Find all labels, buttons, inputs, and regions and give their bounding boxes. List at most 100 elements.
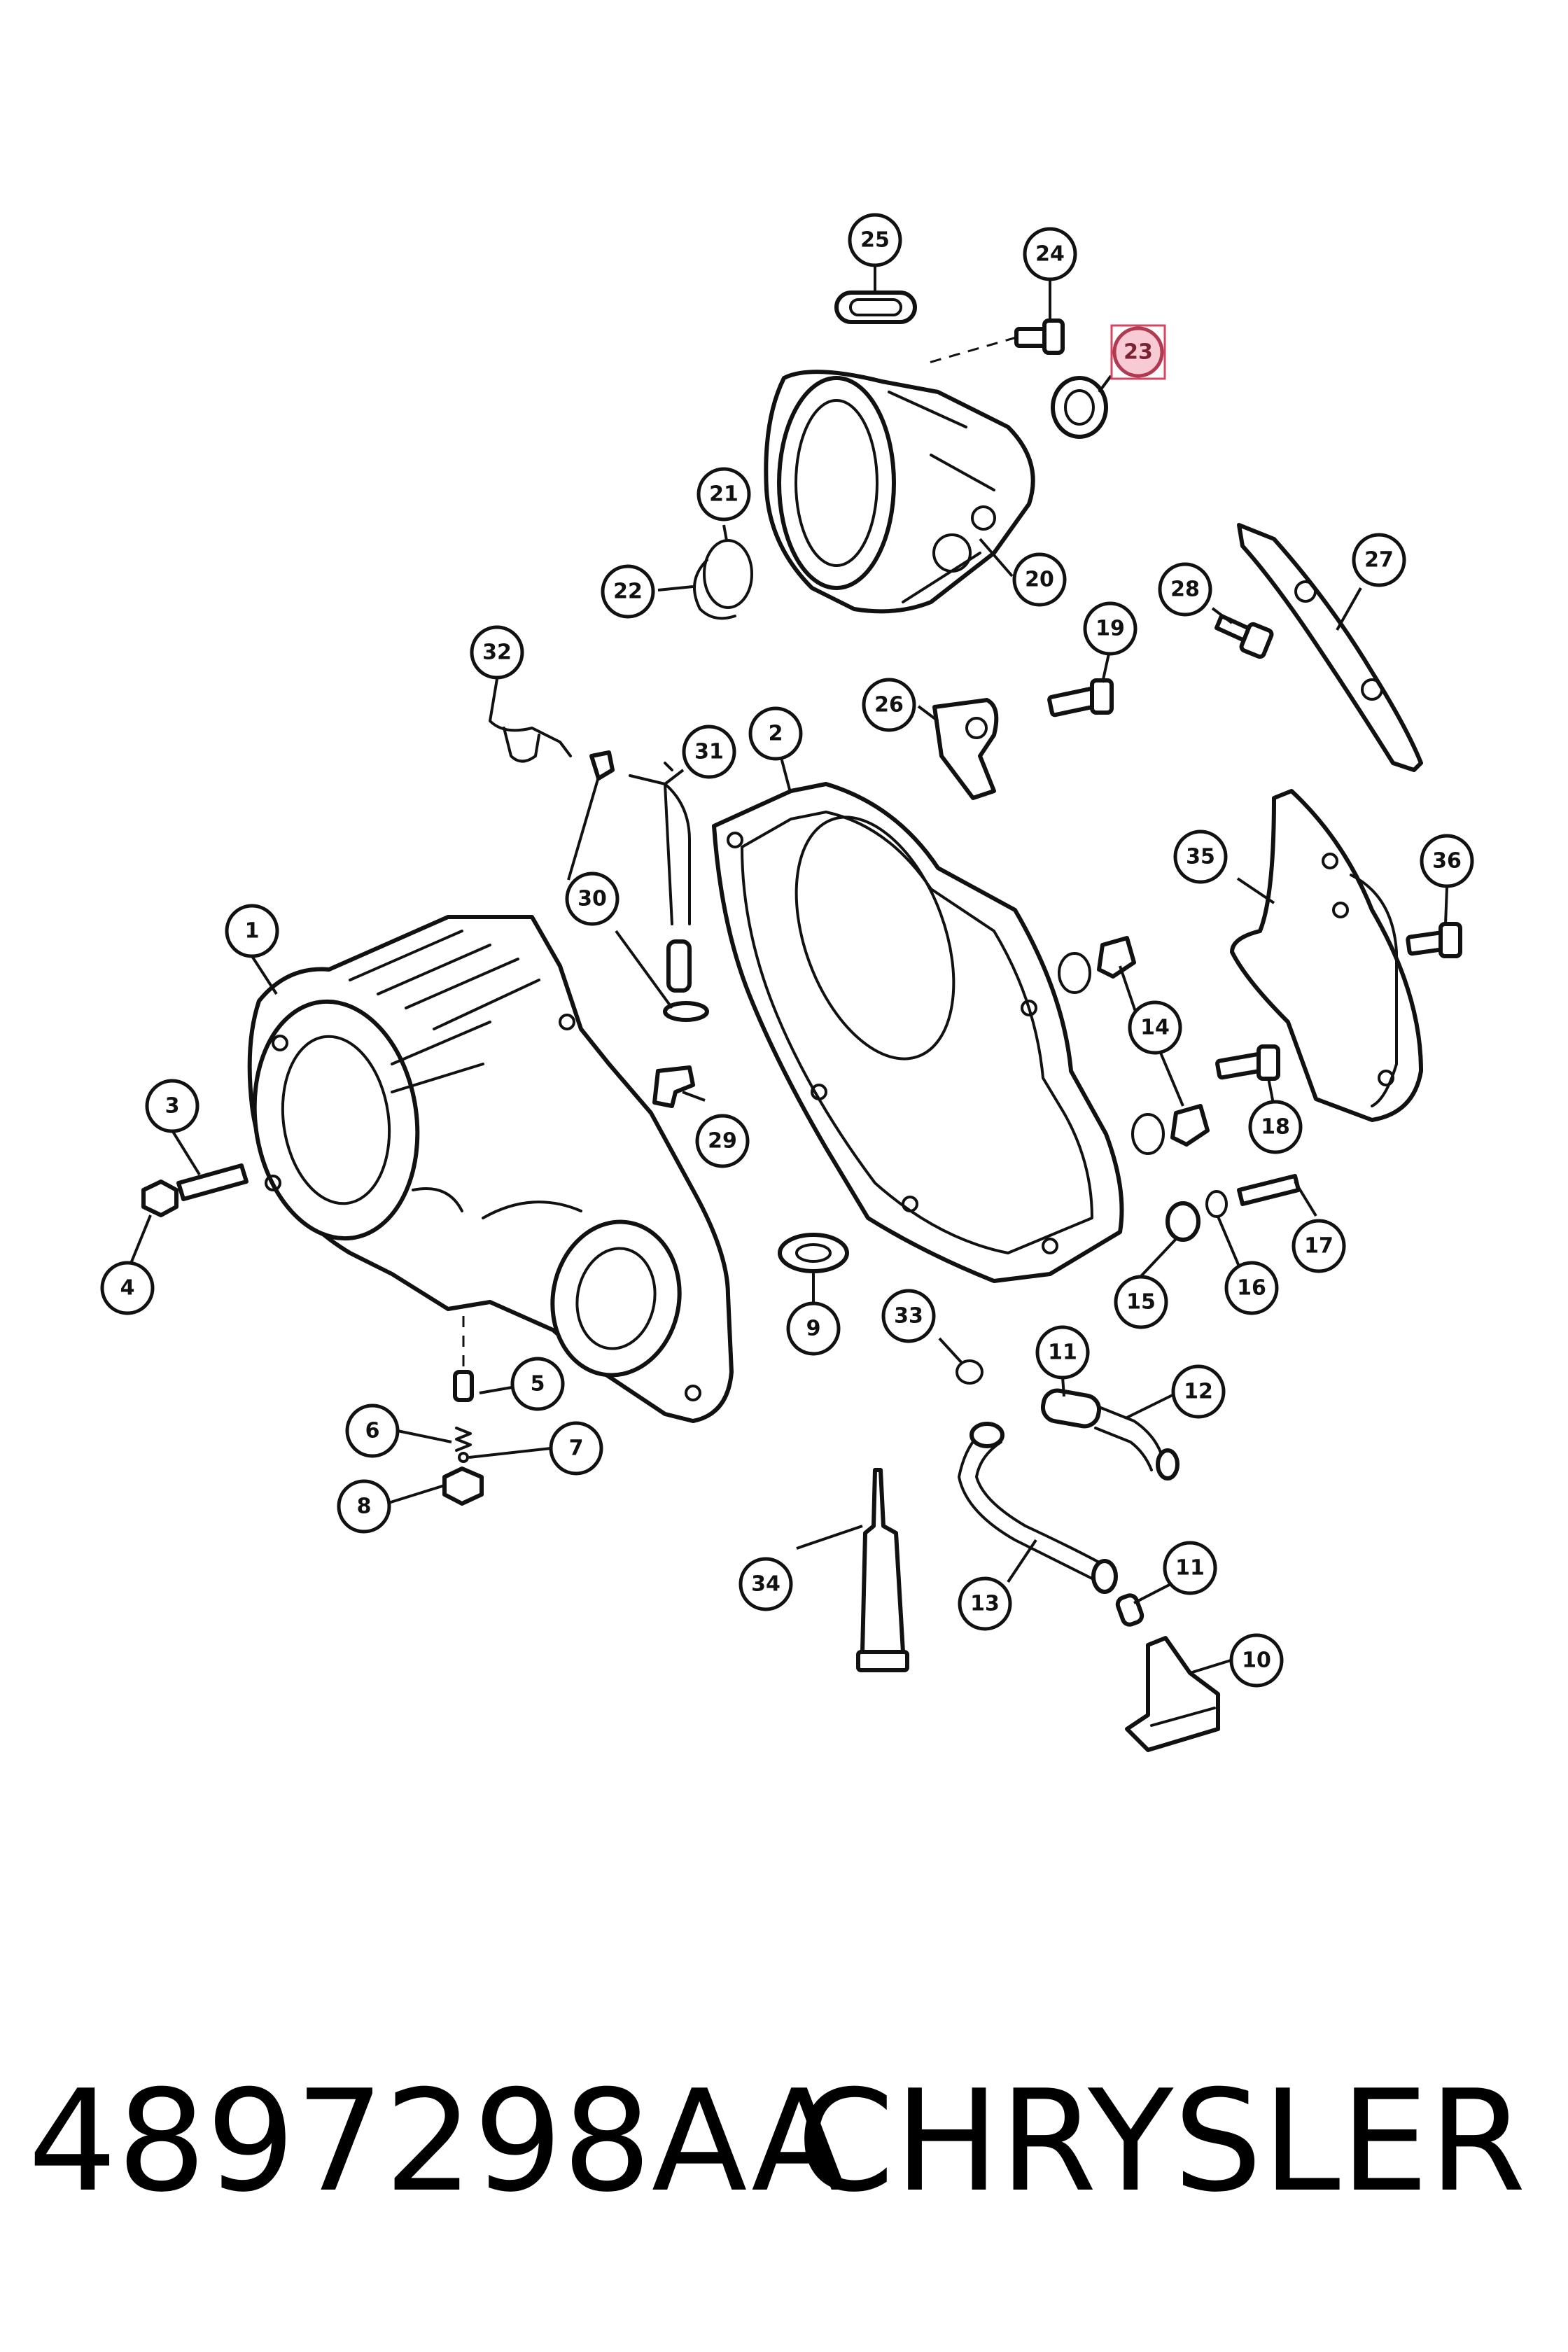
callout-14[interactable]: 14 [1128,1000,1182,1055]
part-6-spring [455,1427,472,1452]
part-31-vent-tube [629,762,709,1022]
part-32-clip [489,699,572,763]
part-28-bolt [1214,614,1274,659]
svg-text:14: 14 [1140,1016,1170,1040]
callout-20[interactable]: 20 [1012,552,1067,607]
callout-13[interactable]: 13 [958,1576,1012,1631]
svg-text:17: 17 [1304,1234,1334,1259]
part-5-plunger [453,1370,474,1402]
callout-35[interactable]: 35 [1173,830,1228,884]
callout-7[interactable]: 7 [549,1421,603,1476]
part-10-breather [1125,1636,1220,1752]
callout-18[interactable]: 18 [1248,1100,1303,1154]
callout-9[interactable]: 9 [786,1301,841,1356]
part-27-guide-rail [1237,523,1423,772]
part-22-retaining-ring [693,559,736,620]
part-number: 4897298AA [28,2060,847,2223]
svg-text:5: 5 [531,1372,545,1396]
part-23-seal [1051,376,1108,439]
callout-31[interactable]: 31 [682,724,736,779]
callout-16[interactable]: 16 [1224,1261,1279,1315]
brand-name: CHRYSLER [796,2060,1526,2223]
part-18-bolt [1215,1044,1280,1081]
part-29-fitting [652,1065,695,1108]
part-9-seal [778,1233,849,1273]
callout-26[interactable]: 26 [862,678,916,732]
part-14-plug-upper [1058,936,1136,994]
callout-23[interactable]: 23 [1112,326,1164,378]
part-12-tube [1094,1406,1180,1480]
part-17-stud [1237,1174,1301,1206]
svg-text:32: 32 [482,640,512,665]
callout-8[interactable]: 8 [337,1479,391,1534]
callout-34[interactable]: 34 [738,1557,793,1611]
part-34-sealant-tube [856,1468,909,1672]
part-11-upper-hose [1040,1388,1102,1429]
svg-text:6: 6 [365,1419,380,1443]
part-36-bolt [1406,922,1462,958]
svg-text:23: 23 [1124,340,1153,365]
svg-text:10: 10 [1242,1648,1271,1673]
callout-12[interactable]: 12 [1171,1364,1226,1419]
part-21-snap-ring [703,539,753,609]
callout-3[interactable]: 3 [145,1079,200,1133]
callout-17[interactable]: 17 [1292,1219,1346,1273]
svg-text:22: 22 [613,580,643,604]
svg-text:34: 34 [751,1572,780,1597]
svg-text:2: 2 [769,722,783,746]
callout-11-upper[interactable]: 11 [1035,1325,1090,1380]
svg-text:24: 24 [1035,242,1065,267]
svg-text:33: 33 [894,1304,923,1329]
svg-text:11: 11 [1048,1340,1077,1365]
part-19-bolt [1047,678,1114,718]
svg-text:26: 26 [874,693,904,718]
svg-text:36: 36 [1432,849,1462,874]
part-24-bolt [1014,318,1065,355]
svg-text:21: 21 [709,482,738,507]
callout-30[interactable]: 30 [565,872,620,926]
svg-text:13: 13 [970,1592,1000,1616]
callout-21[interactable]: 21 [696,467,751,522]
callout-19[interactable]: 19 [1083,601,1138,656]
part-2-rear-case [712,782,1124,1283]
svg-text:25: 25 [860,228,890,253]
callout-27[interactable]: 27 [1352,533,1406,587]
callout-2[interactable]: 2 [748,706,803,761]
svg-text:9: 9 [806,1317,821,1341]
svg-text:18: 18 [1261,1115,1290,1140]
part-14-plug-lower [1131,1104,1210,1155]
part-33-o-ring [955,1359,983,1385]
callout-1[interactable]: 1 [225,904,279,958]
callout-6[interactable]: 6 [345,1404,400,1458]
callout-25[interactable]: 25 [848,213,902,267]
svg-text:29: 29 [708,1129,737,1154]
callout-33[interactable]: 33 [881,1289,936,1343]
callout-24[interactable]: 24 [1023,227,1077,281]
callout-22[interactable]: 22 [601,564,655,619]
highlight-box-23 [1110,324,1166,380]
callout-29[interactable]: 29 [695,1114,750,1168]
svg-text:20: 20 [1025,568,1054,592]
part-1-front-case [247,915,734,1423]
part-30-vent-fitting [589,750,615,780]
part-8-plug [442,1466,484,1506]
part-11-lower-hose [1115,1593,1144,1627]
footer: 4897298AA CHRYSLER [0,2051,1568,2233]
callout-15[interactable]: 15 [1114,1275,1168,1329]
svg-text:31: 31 [694,740,724,764]
svg-text:15: 15 [1126,1290,1156,1315]
callout-4[interactable]: 4 [100,1261,155,1315]
svg-text:28: 28 [1170,578,1200,602]
part-16-washer [1205,1190,1228,1218]
part-35-plate [1230,789,1423,1122]
callout-32[interactable]: 32 [470,625,524,680]
svg-text:30: 30 [578,887,607,911]
part-4-nut [141,1180,178,1217]
callout-5[interactable]: 5 [510,1357,565,1411]
callout-28[interactable]: 28 [1158,562,1212,617]
callout-36[interactable]: 36 [1420,834,1474,888]
callout-11-lower[interactable]: 11 [1163,1541,1217,1595]
svg-text:4: 4 [120,1276,135,1301]
callout-10[interactable]: 10 [1229,1633,1284,1688]
part-20-extension-housing [764,370,1035,614]
